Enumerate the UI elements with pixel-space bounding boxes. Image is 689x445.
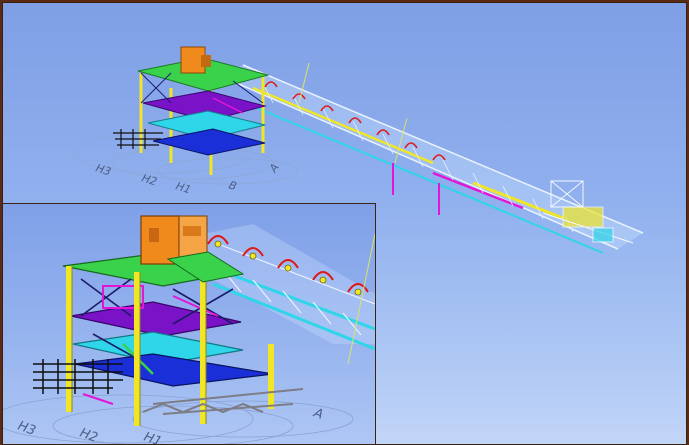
transfer-tower bbox=[113, 46, 270, 175]
svg-text:A: A bbox=[266, 161, 282, 175]
conveyor-gallery-truss bbox=[217, 62, 644, 254]
inset-grid-axis-labels: H3 H2 H1 A bbox=[16, 405, 325, 445]
svg-text:A: A bbox=[311, 405, 325, 422]
transfer-tower-closeup-model[interactable]: H3 H2 H1 A bbox=[3, 204, 375, 445]
conveyor-overview-model[interactable]: H3 H2 H1 B A bbox=[3, 3, 686, 444]
inset-conveyor-truss bbox=[202, 224, 375, 365]
svg-text:H3: H3 bbox=[16, 419, 38, 439]
detail-view-inset[interactable]: H3 H2 H1 A bbox=[3, 203, 376, 445]
svg-text:H3: H3 bbox=[94, 161, 113, 178]
tail-end-structure bbox=[542, 180, 634, 244]
svg-text:H1: H1 bbox=[174, 179, 193, 196]
inset-ground-grid-lines bbox=[3, 394, 354, 444]
inset-hatch-block bbox=[33, 359, 123, 394]
svg-text:H1: H1 bbox=[142, 430, 164, 445]
inset-transfer-tower bbox=[33, 215, 304, 426]
svg-text:B: B bbox=[227, 178, 238, 193]
svg-text:H2: H2 bbox=[78, 426, 100, 445]
svg-text:H2: H2 bbox=[140, 171, 159, 188]
